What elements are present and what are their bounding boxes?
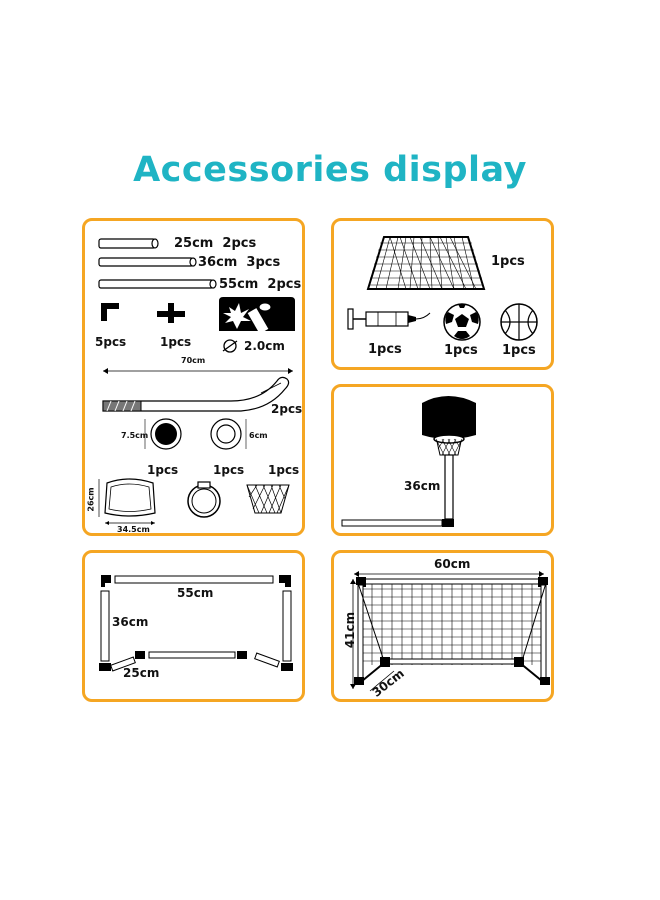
board-qty: 1pcs xyxy=(147,463,179,477)
frame-panel: 55cm 36cm 25cm xyxy=(82,550,305,702)
puck-size-label: 7.5cm xyxy=(121,431,149,440)
puck-icon xyxy=(144,418,182,450)
frame-side-label: 36cm xyxy=(112,615,149,629)
page-title: Accessories display xyxy=(133,150,527,190)
hockey-stick-icon xyxy=(102,376,290,412)
goal-height-arrow xyxy=(350,579,356,689)
frame-top-label: 55cm xyxy=(177,586,214,600)
frame-depth-label: 25cm xyxy=(123,666,160,680)
goal-panel: 60cm 41cm 30cm xyxy=(331,550,554,702)
soccer-ball-qty: 1pcs xyxy=(444,343,478,358)
pump-qty: 1pcs xyxy=(368,342,402,357)
tee-connector-icon xyxy=(157,303,185,323)
goal-net-qty: 1pcs xyxy=(491,254,525,269)
hoop-ring-icon xyxy=(187,481,221,518)
goal-net-icon xyxy=(366,236,486,290)
elbow-qty: 5pcs xyxy=(95,335,127,349)
basketball-net-icon xyxy=(246,484,290,514)
soccer-ball-icon xyxy=(443,303,481,341)
basketball-icon xyxy=(500,303,538,341)
base-tube-icon xyxy=(341,519,454,527)
tee-qty: 1pcs xyxy=(160,335,192,349)
frame-assembly-icon xyxy=(99,575,293,672)
diameter-label: 2.0cm xyxy=(244,339,285,353)
basketball-qty: 1pcs xyxy=(502,343,536,358)
goal-width-arrow xyxy=(354,571,544,577)
tube-25cm-label: 25cm 2pcs xyxy=(174,236,257,251)
pump-icon xyxy=(347,308,431,330)
tube-25cm-icon xyxy=(98,238,159,249)
board-height-label: 26cm xyxy=(86,487,96,512)
tube-cross-section-icon xyxy=(219,297,295,334)
diameter-icon xyxy=(222,339,238,353)
stick-length-arrow xyxy=(103,368,293,374)
board-width-label: 34.5cm xyxy=(117,525,150,534)
assembled-goal-icon xyxy=(354,577,550,692)
balls-panel: 1pcs 1pcs 1pcs 1pcs xyxy=(331,218,554,370)
stick-qty: 2pcs xyxy=(271,402,303,416)
hoop-panel: 36cm xyxy=(331,384,554,536)
elbow-connector-icon xyxy=(101,303,119,321)
goal-width-label: 60cm xyxy=(434,557,471,571)
tube-55cm-icon xyxy=(98,279,217,289)
pole-length-label: 36cm xyxy=(404,479,441,493)
tube-36cm-icon xyxy=(98,257,197,267)
net-qty: 1pcs xyxy=(268,463,300,477)
tube-36cm-label: 36cm 3pcs xyxy=(198,255,281,270)
ring-icon xyxy=(210,418,247,450)
hoop-qty: 1pcs xyxy=(213,463,245,477)
hoop-assembly-icon xyxy=(422,396,476,520)
ring-size-label: 6cm xyxy=(249,431,268,440)
stick-length-label: 70cm xyxy=(181,356,206,365)
parts-panel: 25cm 2pcs 36cm 3pcs 55cm 2pcs 5pcs 1pcs … xyxy=(82,218,305,536)
backboard-icon xyxy=(98,478,156,525)
tube-55cm-label: 55cm 2pcs xyxy=(219,277,302,292)
